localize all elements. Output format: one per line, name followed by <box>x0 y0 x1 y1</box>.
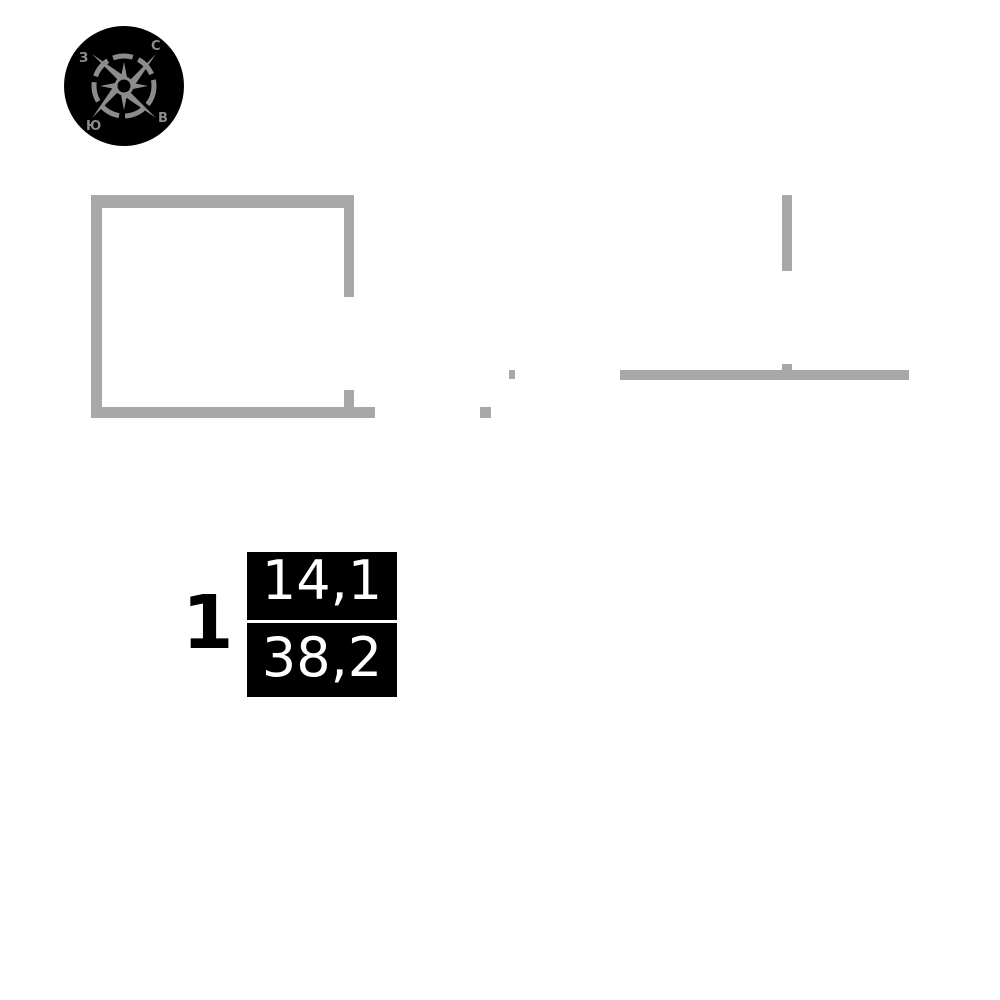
wall-right-upper <box>344 195 354 297</box>
wall-vertical-right <box>782 195 792 271</box>
room-value-divider <box>247 620 397 623</box>
wall-left <box>91 195 102 418</box>
compass-rose: С З Ю В <box>64 26 184 146</box>
wall-bottom <box>91 407 375 418</box>
compass-west-label: З <box>79 51 88 66</box>
room-number: 1 <box>182 580 234 666</box>
wall-stub <box>782 364 792 372</box>
compass-north-label: С <box>151 39 161 54</box>
wall-top <box>91 195 354 208</box>
wall-fragment <box>480 407 491 418</box>
room-value-bottom: 38,2 <box>247 623 397 697</box>
room-value-top: 14,1 <box>247 552 397 620</box>
wall-fragment <box>509 370 515 379</box>
wall-horizontal-right <box>620 370 909 380</box>
wall-right-lower <box>344 390 354 418</box>
compass-rose-icon: С З Ю В <box>64 26 184 146</box>
compass-south-label: Ю <box>86 119 101 134</box>
compass-east-label: В <box>158 111 168 126</box>
